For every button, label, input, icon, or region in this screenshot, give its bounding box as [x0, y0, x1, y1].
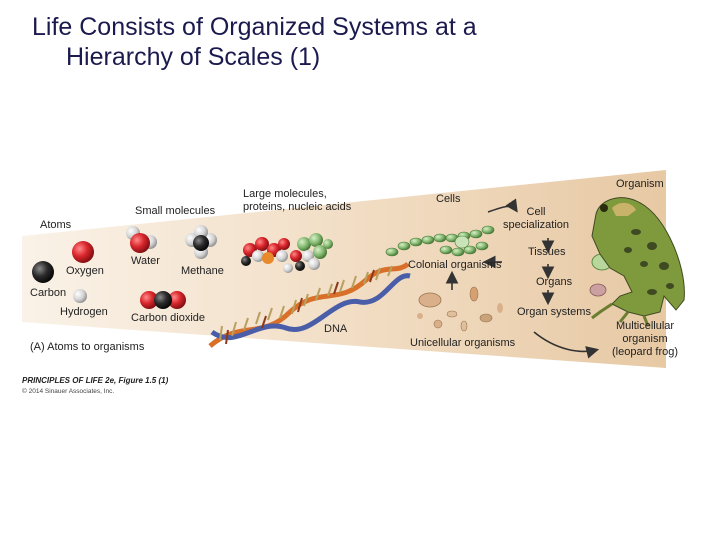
label-dna: DNA — [324, 323, 348, 335]
panel-label: (A) Atoms to organisms — [30, 341, 145, 353]
water-molecule — [126, 226, 157, 253]
carbon-atom — [32, 261, 54, 283]
label-carbon-dioxide: Carbon dioxide — [131, 312, 205, 324]
label-cell-specialization: Cell specialization — [503, 206, 570, 231]
scale-band — [22, 170, 666, 368]
label-cells: Cells — [436, 193, 461, 205]
label-large-molecules: Large molecules, proteins, nucleic acids — [243, 188, 352, 213]
organ-icon — [589, 283, 607, 297]
label-organism: Organism — [616, 178, 664, 190]
title-line-2: Hierarchy of Scales (1) — [66, 43, 321, 71]
carbon-dioxide-molecule — [140, 291, 186, 309]
leopard-frog — [591, 197, 685, 327]
label-small-molecules: Small molecules — [135, 205, 216, 217]
hierarchy-arrows — [445, 198, 600, 359]
label-multicellular-organism: Multicellular organism (leopard frog) — [612, 320, 679, 358]
label-unicellular-organisms: Unicellular organisms — [410, 337, 516, 349]
label-atoms: Atoms — [40, 219, 72, 231]
title-line-1: Life Consists of Organized Systems at a — [32, 13, 477, 41]
unicellular-organisms — [417, 286, 503, 332]
label-methane: Methane — [181, 265, 224, 277]
label-hydrogen: Hydrogen — [60, 306, 108, 318]
label-organs: Organs — [536, 276, 573, 288]
dna-helix — [208, 261, 411, 348]
label-oxygen: Oxygen — [66, 265, 104, 277]
label-water: Water — [131, 255, 160, 267]
label-colonial-organisms: Colonial organisms — [408, 259, 502, 271]
label-organ-systems: Organ systems — [517, 306, 591, 318]
methane-molecule — [185, 225, 217, 259]
slide-title: Life Consists of Organized Systems at a … — [32, 12, 692, 72]
oxygen-atom — [72, 241, 94, 263]
protein-molecule-red — [241, 237, 290, 266]
colonial-organism — [385, 225, 495, 257]
protein-molecule-green — [283, 233, 333, 273]
hydrogen-atom — [73, 289, 87, 303]
copyright-line: © 2014 Sinauer Associates, Inc. — [22, 388, 115, 395]
label-carbon: Carbon — [30, 287, 67, 299]
figure-credit: PRINCIPLES OF LIFE 2e, Figure 1.5 (1) — [22, 376, 169, 385]
label-tissues: Tissues — [528, 246, 566, 258]
